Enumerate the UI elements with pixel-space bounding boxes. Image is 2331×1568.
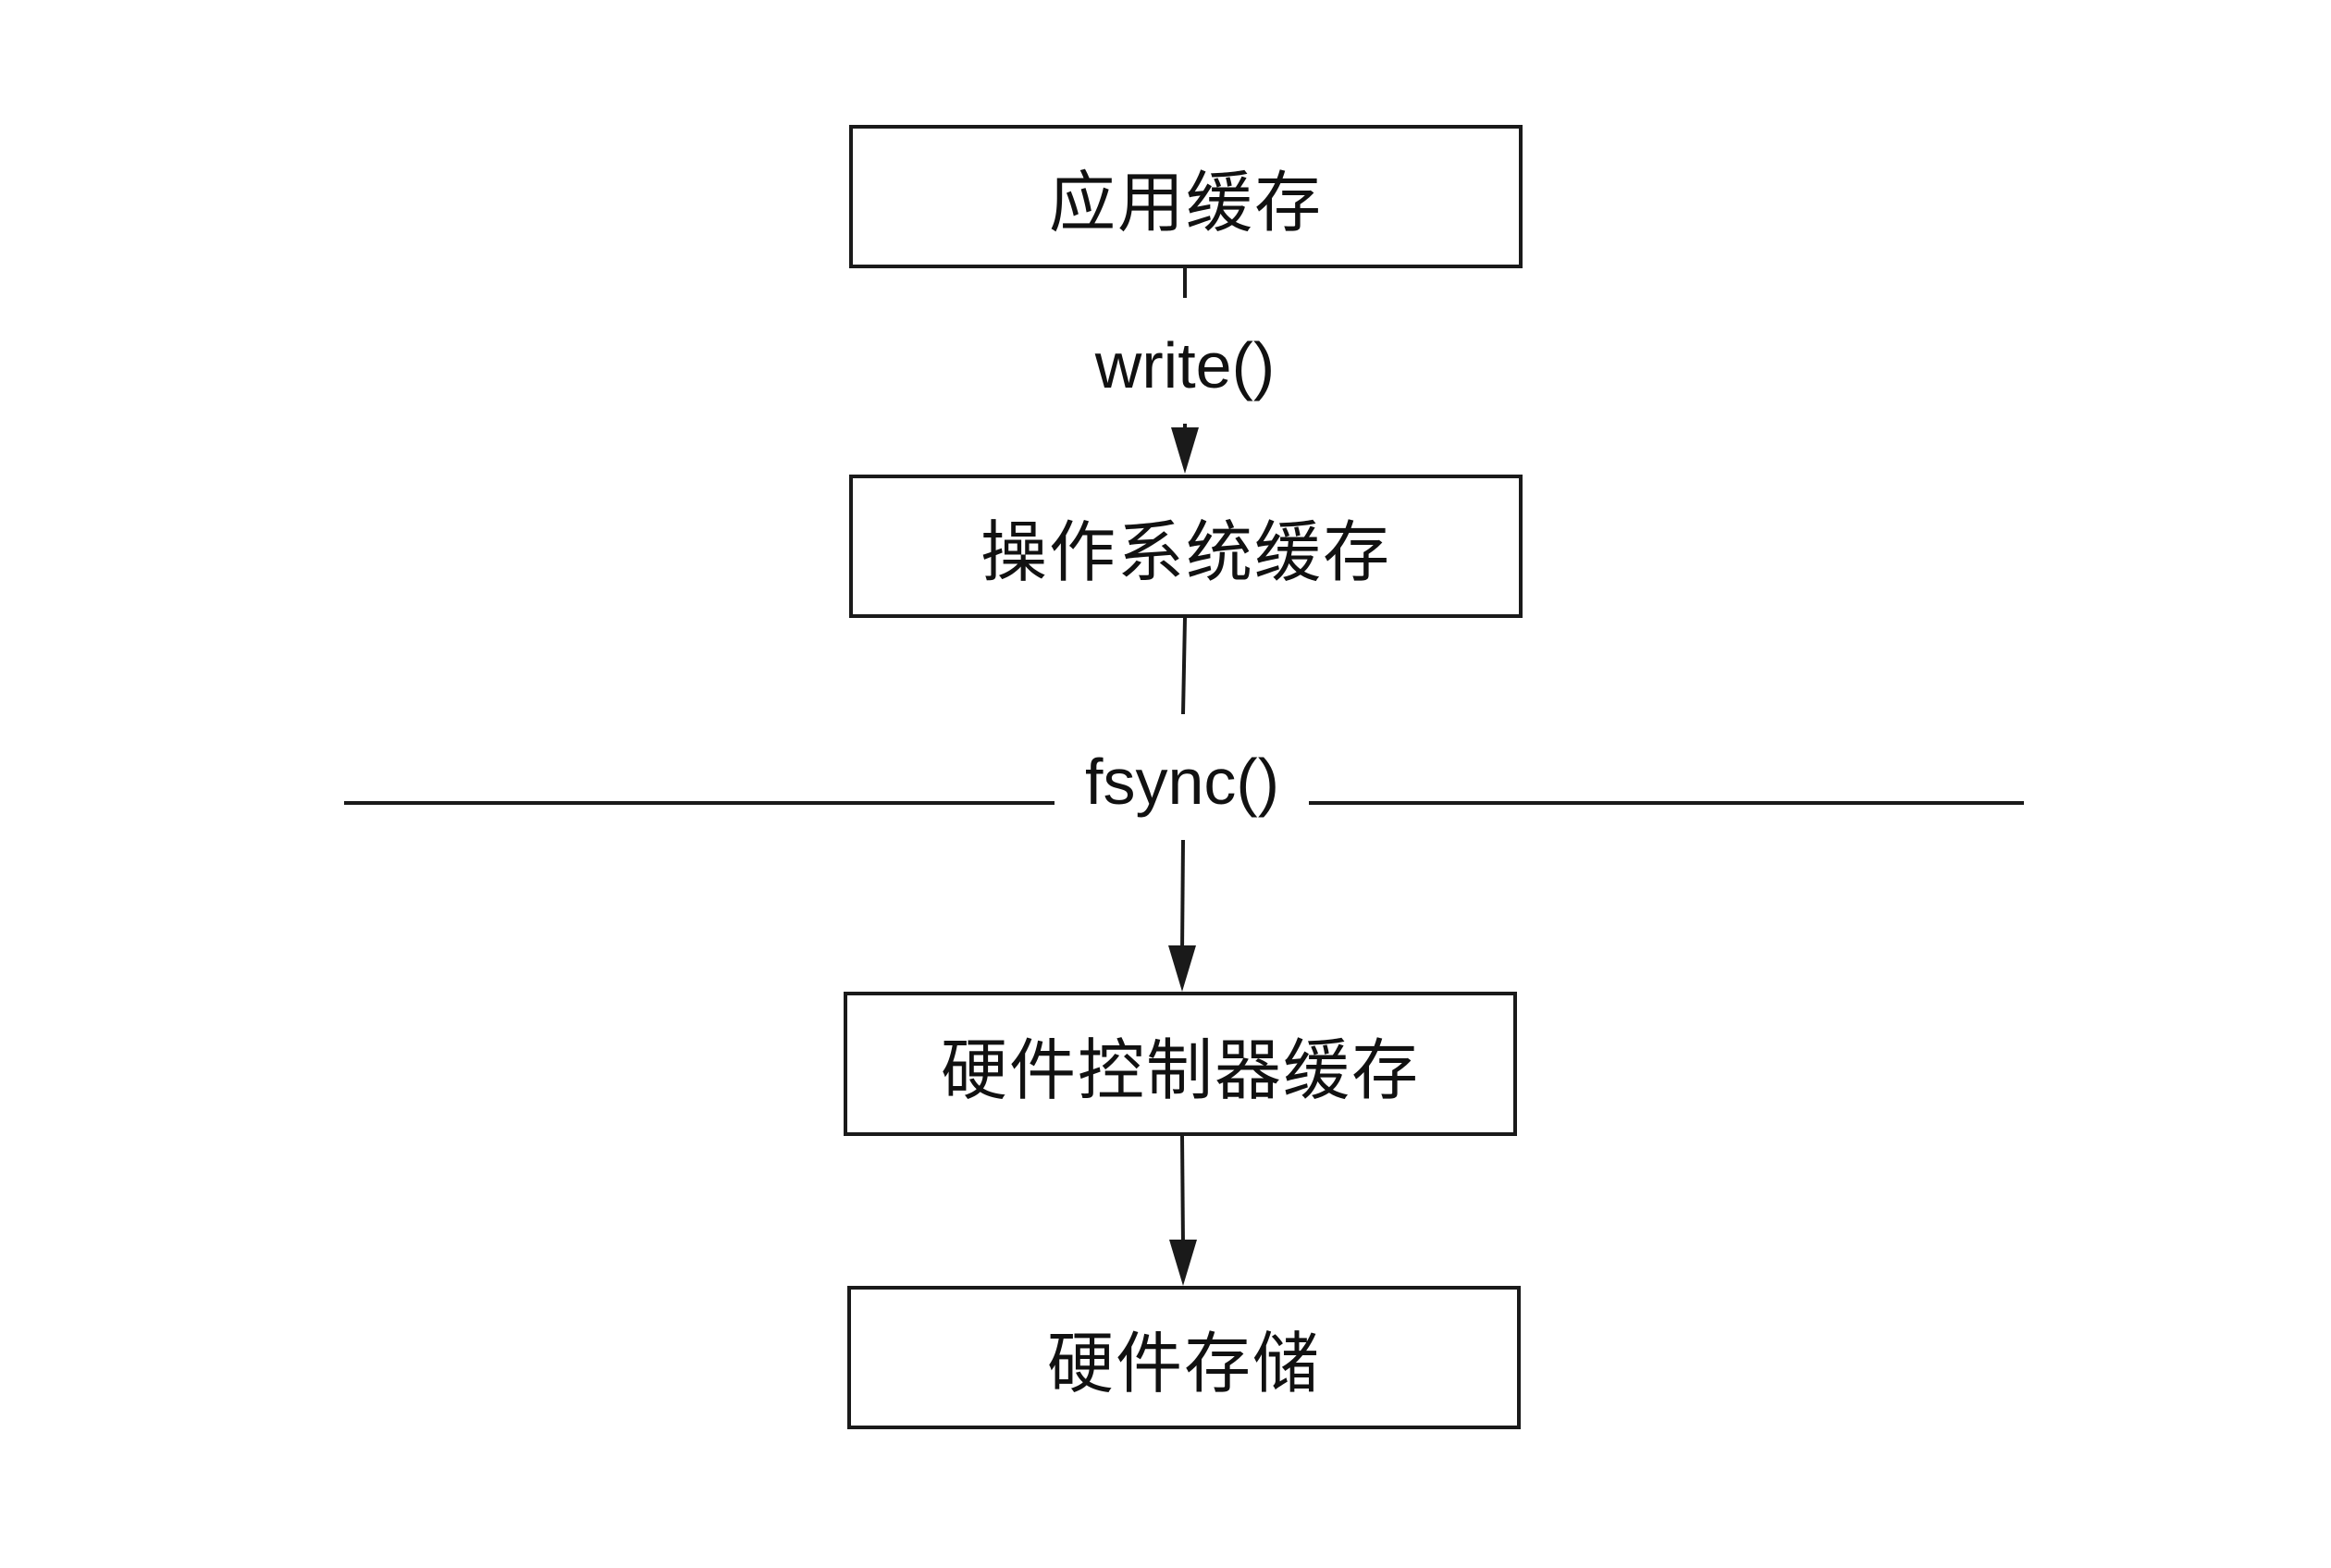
- node-os-cache-label: 操作系统缓存: [980, 513, 1391, 591]
- connector-os-to-fsync-label: [1181, 617, 1187, 715]
- connector-fsync-label-to-hw-controller: [1180, 839, 1185, 954]
- node-hw-storage: 硬件存储: [847, 1286, 1521, 1429]
- arrowhead-to-hw-storage: [1169, 1240, 1197, 1286]
- node-app-cache-label: 应用缓存: [1048, 164, 1323, 241]
- node-hw-controller-cache: 硬件控制器缓存: [844, 992, 1517, 1136]
- edge-label-write: write(): [1074, 324, 1296, 407]
- node-app-cache: 应用缓存: [849, 125, 1523, 268]
- connector-hw-controller-to-storage: [1180, 1135, 1185, 1248]
- node-hw-controller-cache-label: 硬件控制器缓存: [940, 1031, 1420, 1109]
- arrowhead-to-hw-controller-cache: [1168, 945, 1196, 992]
- arrowhead-to-os-cache: [1171, 427, 1199, 474]
- node-hw-storage-label: 硬件存储: [1046, 1325, 1321, 1402]
- node-os-cache: 操作系统缓存: [849, 475, 1523, 618]
- edge-label-fsync: fsync(): [1064, 735, 1301, 828]
